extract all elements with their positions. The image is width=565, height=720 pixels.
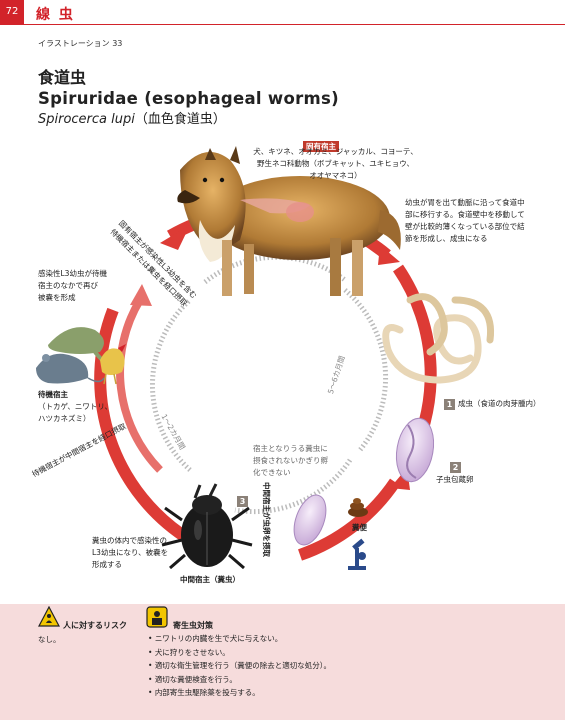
host-line: 野生ネコ科動物（ボブキャット、ユキヒョウ、 [257, 159, 414, 168]
arrowhead [160, 225, 190, 250]
note-line: L3幼虫になり、被嚢を [92, 548, 169, 557]
note-line: 幼虫が胃を出て動脈に沿って食道中 [405, 198, 525, 207]
illustration-label: イラストレーション 33 [38, 39, 123, 48]
info-panel [0, 604, 565, 720]
control-item-text: 内部寄生虫駆除薬を投与する。 [154, 688, 260, 697]
control-item: • 適切な衛生管理を行う（糞便の除去と適切な処分）。 [148, 661, 332, 670]
egg-hatch-note: 宿主となりうる糞虫に 摂食されないかぎり孵 化できない [253, 443, 348, 479]
shield-icon [146, 606, 168, 628]
control-title: 寄生虫対策 [173, 621, 213, 630]
intermediate-host-label: 中間宿主（糞虫） [180, 575, 240, 584]
host-line: オオヤマネコ） [309, 171, 362, 180]
life-cycle-diagram [36, 146, 495, 570]
control-item: • 犬に狩りをさせない。 [148, 647, 230, 657]
control-item: • 適切な糞便検査を行う。 [148, 674, 237, 684]
inner-arrow [116, 297, 163, 473]
host-line: 犬、キツネ、オオカミ、ジャッカル、コヨーテ、 [253, 147, 418, 156]
page-number: 72 [0, 0, 24, 24]
header-bar [0, 0, 565, 25]
paratenic-host-line: （トカゲ、ニワトリ、 [38, 402, 112, 411]
warning-icon [38, 606, 60, 627]
microscope-icon [348, 538, 366, 570]
definitive-host-tag-wrap: 固有宿主 [303, 134, 339, 153]
egg-icon [293, 494, 327, 546]
control-item: • ニワトリの内臓を生で犬に与えない。 [148, 634, 283, 643]
stage-number: 2 [450, 462, 461, 473]
cycle-arc-bottom-right [297, 478, 400, 561]
feces-label: 糞便 [352, 523, 367, 532]
duration-dashes [149, 298, 192, 472]
note-line: 被嚢を形成 [38, 293, 76, 302]
stage-3-num-wrap: 3 [237, 496, 249, 507]
bottom-arrow-label: 中間宿主が虫卵を摂取 [262, 482, 271, 557]
note-line: 節を形成し、成虫になる [405, 234, 488, 243]
stage-number: 1 [444, 398, 455, 410]
note-line: 壁が比較的薄くなっている部位で結 [405, 222, 525, 231]
stage-1: 1 成虫（食道の肉芽腫内） [444, 398, 541, 410]
risk-text: なし。 [38, 635, 61, 644]
worm-icon [382, 293, 495, 384]
scientific-name: Spirocerca lupi（血色食道虫） [38, 108, 226, 127]
risk-title: 人に対するリスク [63, 621, 127, 630]
control-item: • 内部寄生虫駆除薬を投与する。 [148, 688, 260, 697]
paratenic-hosts [36, 327, 126, 385]
feces-icon [348, 498, 368, 517]
paratenic-cyst-note: 感染性L3幼虫が待機 宿主のなかで再び 被嚢を形成 [38, 268, 128, 304]
stage-2-label: 子虫包蔵卵 [436, 475, 474, 484]
duration-dashes [343, 288, 389, 452]
dog-illustration [177, 146, 401, 296]
larva-in-egg [406, 424, 417, 479]
note-line: 宿主のなかで再び [38, 281, 98, 290]
section-title: 線 虫 [36, 7, 75, 23]
note-line: 形成する [92, 560, 122, 569]
inside-beetle-note: 糞虫の体内で感染性の L3幼虫になり、被嚢を 形成する [92, 535, 192, 571]
egg-icon [395, 417, 435, 483]
control-item-text: ニワトリの内臓を生で犬に与えない。 [154, 634, 283, 643]
stage-number: 3 [237, 496, 248, 507]
note-line: 部に移行する。食道壁中を移動して [405, 210, 525, 219]
definitive-host-list: 犬、キツネ、オオカミ、ジャッカル、コヨーテ、 野生ネコ科動物（ボブキャット、ユキ… [248, 146, 423, 182]
paratenic-host-title: 待機宿主 [38, 390, 68, 399]
note-line: 感染性L3幼虫が待機 [38, 269, 107, 278]
control-item-text: 犬に狩りをさせない。 [154, 647, 230, 657]
page-title: 食道虫 [38, 68, 87, 87]
paratenic-host-label: 待機宿主 （トカゲ、ニワトリ、 ハツカネズミ） [38, 389, 112, 425]
control-item-text: 適切な糞便検査を行う。 [154, 674, 237, 684]
note-line: 化できない [253, 468, 291, 477]
control-list: • ニワトリの内臓を生で犬に与えない。 • 犬に狩りをさせない。 • 適切な衛生… [148, 632, 331, 700]
beetle-icon [161, 483, 253, 570]
note-line: 糞虫の体内で感染性の [92, 536, 167, 545]
note-line: 摂食されないかぎり孵 [253, 456, 328, 465]
lizard-icon [48, 327, 104, 354]
scientific-name-jp: （血色食道虫） [134, 112, 226, 127]
paratenic-host-line: ハツカネズミ） [38, 414, 91, 423]
stage-label: 成虫（食道の肉芽腫内） [458, 399, 541, 408]
arrowhead [130, 284, 152, 306]
mouse-icon [36, 353, 89, 384]
definitive-host-tag: 固有宿主 [303, 141, 339, 152]
chicken-icon [100, 348, 125, 375]
scientific-name-italic: Spirocerca lupi [38, 112, 135, 127]
english-title: Spiruridae (esophageal worms) [38, 89, 339, 108]
migration-note: 幼虫が胃を出て動脈に沿って食道中 部に移行する。食道壁中を移動して 壁が比較的薄… [405, 197, 545, 245]
control-item-text: 適切な衛生管理を行う（糞便の除去と適切な処分）。 [154, 661, 332, 670]
duration-dashes [234, 458, 353, 515]
arrowhead [378, 245, 400, 265]
stage-2-num-wrap: 2 [450, 462, 462, 473]
note-line: 宿主となりうる糞虫に [253, 444, 328, 453]
